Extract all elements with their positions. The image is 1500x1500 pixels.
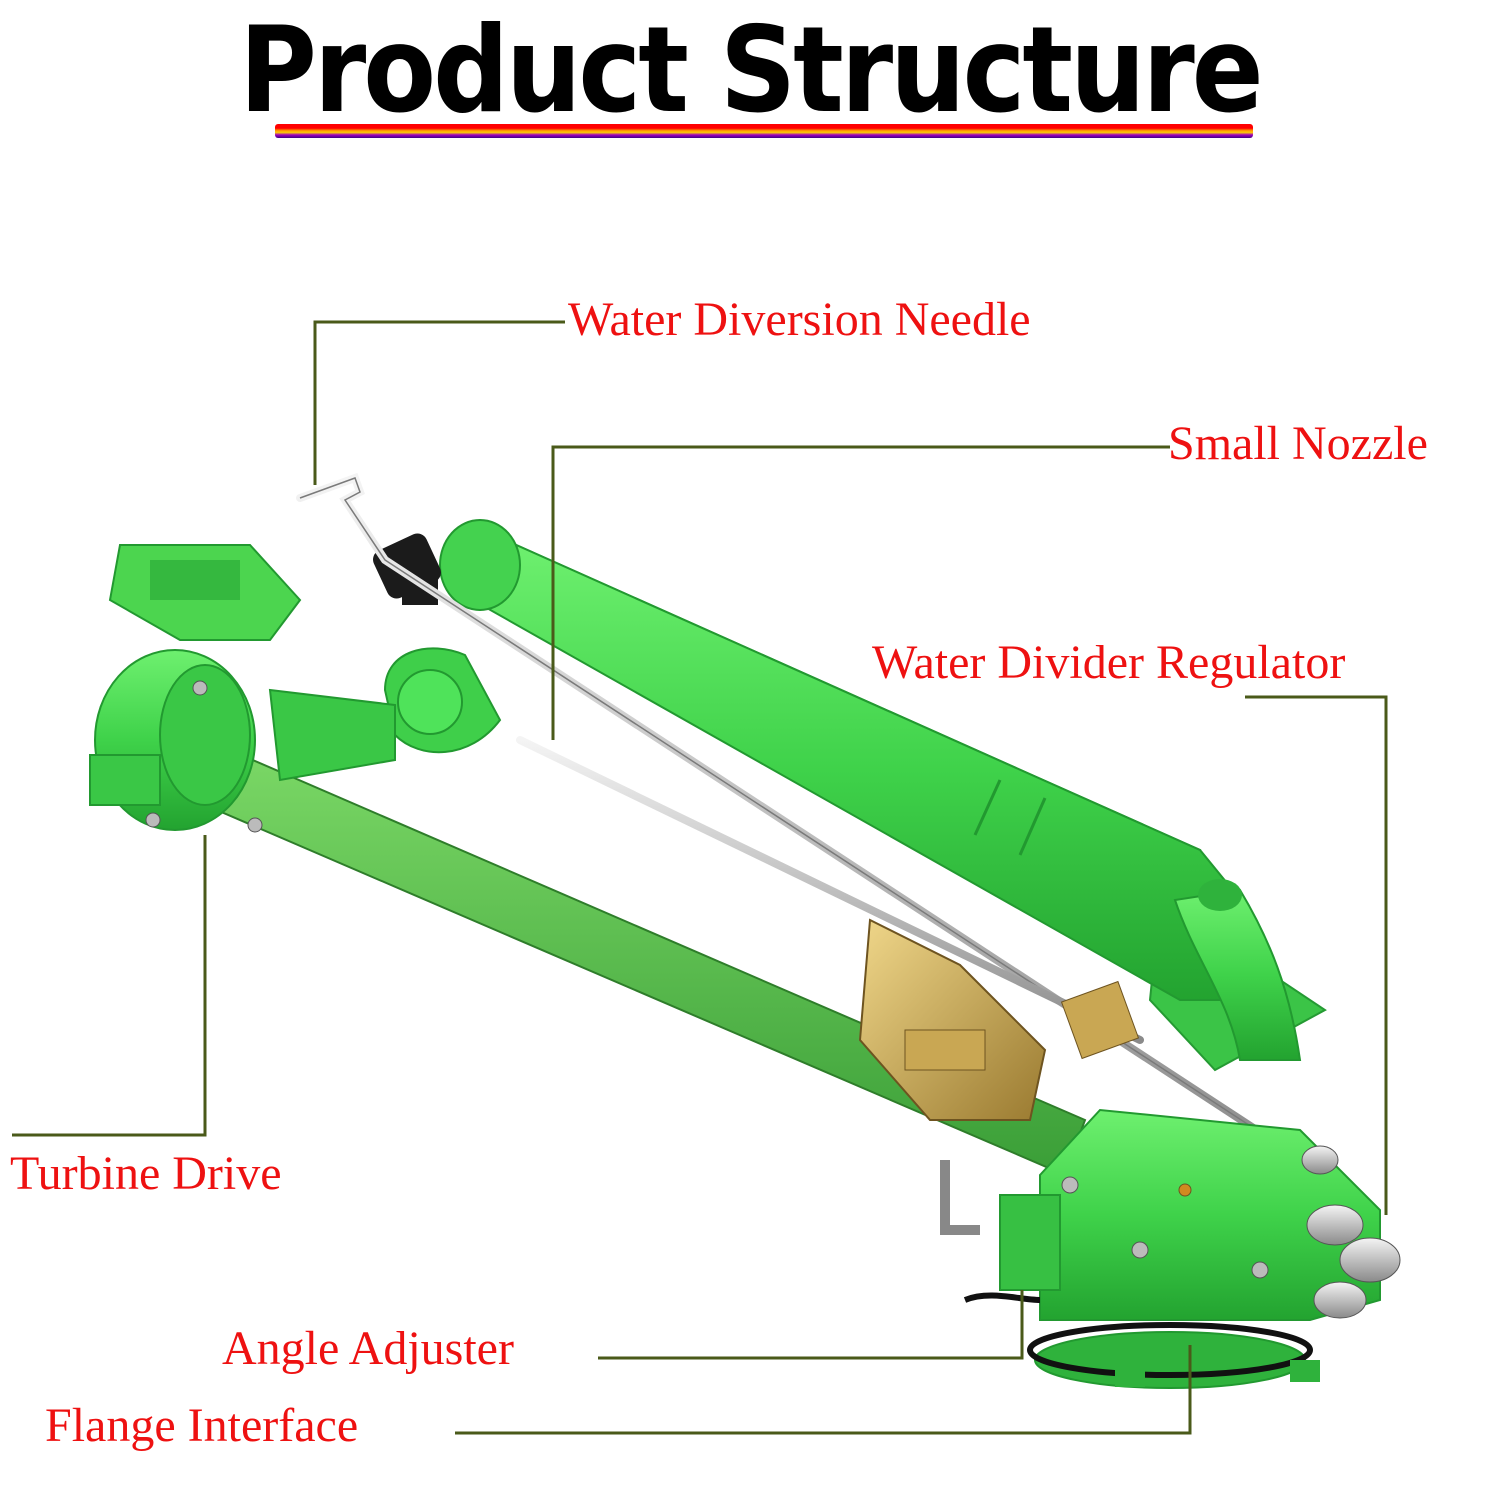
label-angle-adjuster: Angle Adjuster — [222, 1322, 514, 1375]
base-housing — [940, 1108, 1401, 1389]
label-turbine-drive: Turbine Drive — [10, 1147, 282, 1200]
page-title: Product Structure — [239, 1, 1263, 139]
label-water-diversion-needle: Water Diversion Needle — [568, 293, 1031, 346]
title-underline — [275, 124, 1253, 138]
leader-turbine-drive — [12, 835, 207, 1137]
leader-flange-interface — [455, 1345, 1192, 1435]
leader-lines — [12, 320, 1388, 1435]
label-water-divider-regulator: Water Divider Regulator — [872, 636, 1346, 689]
nozzle-bracket — [383, 647, 502, 754]
leader-small-nozzle — [551, 445, 1170, 740]
elbow-pipe — [1173, 888, 1302, 1061]
leader-water-divider-regulator — [1245, 695, 1388, 1215]
label-small-nozzle: Small Nozzle — [1168, 417, 1428, 470]
leader-angle-adjuster — [598, 1290, 1024, 1360]
water-divider-regulator — [1301, 1145, 1401, 1319]
leader-water-diversion-needle — [313, 320, 565, 485]
water-diversion-needle — [296, 472, 1314, 1169]
brass-mechanism — [858, 918, 1140, 1121]
turbine-drive — [89, 544, 396, 833]
label-flange-interface: Flange Interface — [45, 1399, 359, 1452]
